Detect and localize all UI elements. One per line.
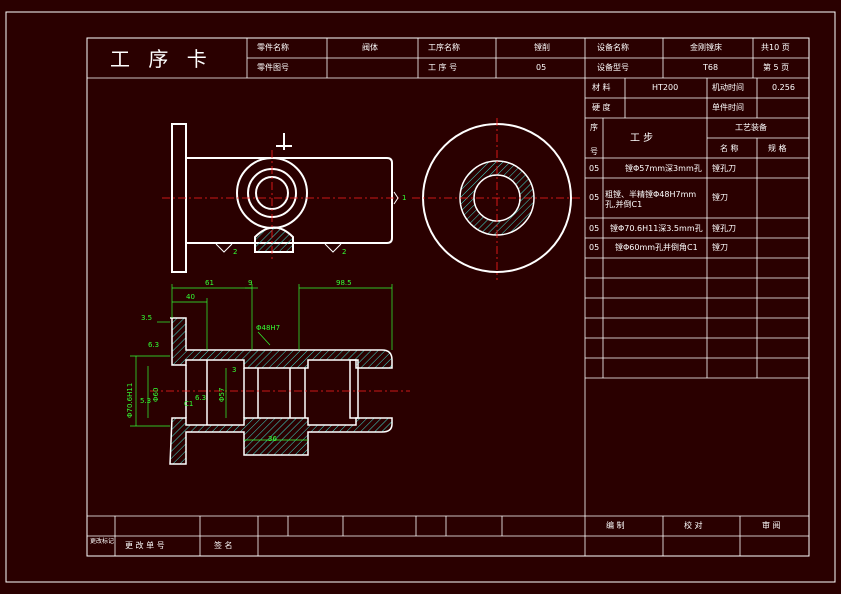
equipment-name-label: 设备名称 bbox=[597, 43, 629, 52]
step-1-no: 05 bbox=[589, 164, 600, 173]
step-3-no: 05 bbox=[589, 224, 600, 233]
seq-label: 序 bbox=[590, 123, 598, 132]
part-no-label: 零件图号 bbox=[257, 63, 289, 72]
dim-phi60: Φ60 bbox=[152, 388, 160, 402]
material-value: HT200 bbox=[652, 83, 679, 92]
review-label: 审 阅 bbox=[762, 521, 781, 530]
dim-3: 3 bbox=[232, 366, 236, 374]
dim-5-3: 5.3 bbox=[140, 397, 151, 405]
unit-time-label: 单件时间 bbox=[712, 103, 744, 112]
step-4-no: 05 bbox=[589, 243, 600, 252]
front-view-centerlines bbox=[162, 150, 402, 262]
dim-c1: C1 bbox=[184, 400, 193, 408]
total-pages: 共10 页 bbox=[761, 43, 790, 52]
dim-98: 98.5 bbox=[336, 279, 352, 287]
process-name-value: 镗削 bbox=[534, 43, 550, 52]
equipment-name-value: 金刚镗床 bbox=[690, 43, 722, 52]
dim-6-3: 6.3 bbox=[148, 341, 159, 349]
dim-9: 9 bbox=[248, 279, 252, 287]
section-view bbox=[169, 317, 393, 465]
change-mark-label: 更改标记 bbox=[90, 538, 115, 545]
equip-label: 工艺装备 bbox=[735, 123, 767, 132]
equipment-model-label: 设备型号 bbox=[597, 63, 629, 72]
seq-label-2: 号 bbox=[590, 147, 598, 156]
dim-6-3b: 6.3 bbox=[195, 394, 206, 402]
step-3-tool: 镗孔刀 bbox=[712, 224, 736, 233]
step-1-desc: 镗Φ57mm深3mm孔 bbox=[625, 164, 702, 173]
step-1-tool: 镗孔刀 bbox=[712, 164, 736, 173]
step-label: 工 步 bbox=[630, 133, 654, 144]
dim-3-5: 3.5 bbox=[141, 314, 152, 322]
step-2-no: 05 bbox=[589, 193, 600, 202]
tool-name-label: 名 称 bbox=[720, 144, 739, 153]
check-label: 校 对 bbox=[684, 521, 703, 530]
part-name-value: 阀体 bbox=[362, 43, 378, 52]
process-name-label: 工序名称 bbox=[428, 43, 460, 52]
hardness-label: 硬 度 bbox=[592, 103, 611, 112]
inner-border bbox=[86, 37, 810, 557]
surface-markers bbox=[215, 191, 399, 253]
dim-40: 40 bbox=[186, 293, 195, 301]
marker-label-2b: 2 bbox=[342, 248, 346, 256]
title-block-grid bbox=[87, 38, 809, 556]
process-no-value: 05 bbox=[536, 63, 547, 72]
part-name-label: 零件名称 bbox=[257, 43, 289, 52]
step-2-tool: 镗刀 bbox=[712, 193, 728, 202]
page-number: 第 5 页 bbox=[763, 63, 790, 72]
machine-time-value: 0.256 bbox=[772, 83, 795, 92]
dim-61: 61 bbox=[205, 279, 214, 287]
step-4-desc: 镗Φ60mm孔并倒角C1 bbox=[615, 243, 698, 252]
side-view-centerlines bbox=[412, 118, 582, 280]
outer-border bbox=[5, 11, 836, 583]
dim-36: 36 bbox=[268, 435, 277, 443]
step-3-desc: 镗Φ70.6H11深3.5mm孔 bbox=[610, 224, 703, 233]
dim-phi57: Φ57 bbox=[218, 388, 226, 402]
material-label: 材 料 bbox=[592, 83, 611, 92]
dim-phi70: Φ70.6H11 bbox=[126, 383, 134, 418]
signature-label: 签 名 bbox=[214, 541, 233, 550]
dimension-lines bbox=[130, 284, 393, 441]
process-no-label: 工 序 号 bbox=[428, 63, 458, 72]
step-2-desc: 粗镗、半精镗Φ48H7mm孔,并倒C1 bbox=[605, 190, 697, 210]
marker-label-2a: 2 bbox=[233, 248, 237, 256]
marker-label-1: 1 bbox=[402, 194, 406, 202]
machine-time-label: 机动时间 bbox=[712, 83, 744, 92]
dim-phi48: Φ48H7 bbox=[256, 324, 280, 332]
change-doc-label: 更 改 单 号 bbox=[125, 541, 165, 550]
tool-spec-label: 规 格 bbox=[768, 144, 787, 153]
card-title: 工 序 卡 bbox=[110, 47, 213, 71]
equipment-model-value: T68 bbox=[703, 63, 719, 72]
compile-label: 编 制 bbox=[606, 521, 625, 530]
step-4-tool: 镗刀 bbox=[712, 243, 728, 252]
